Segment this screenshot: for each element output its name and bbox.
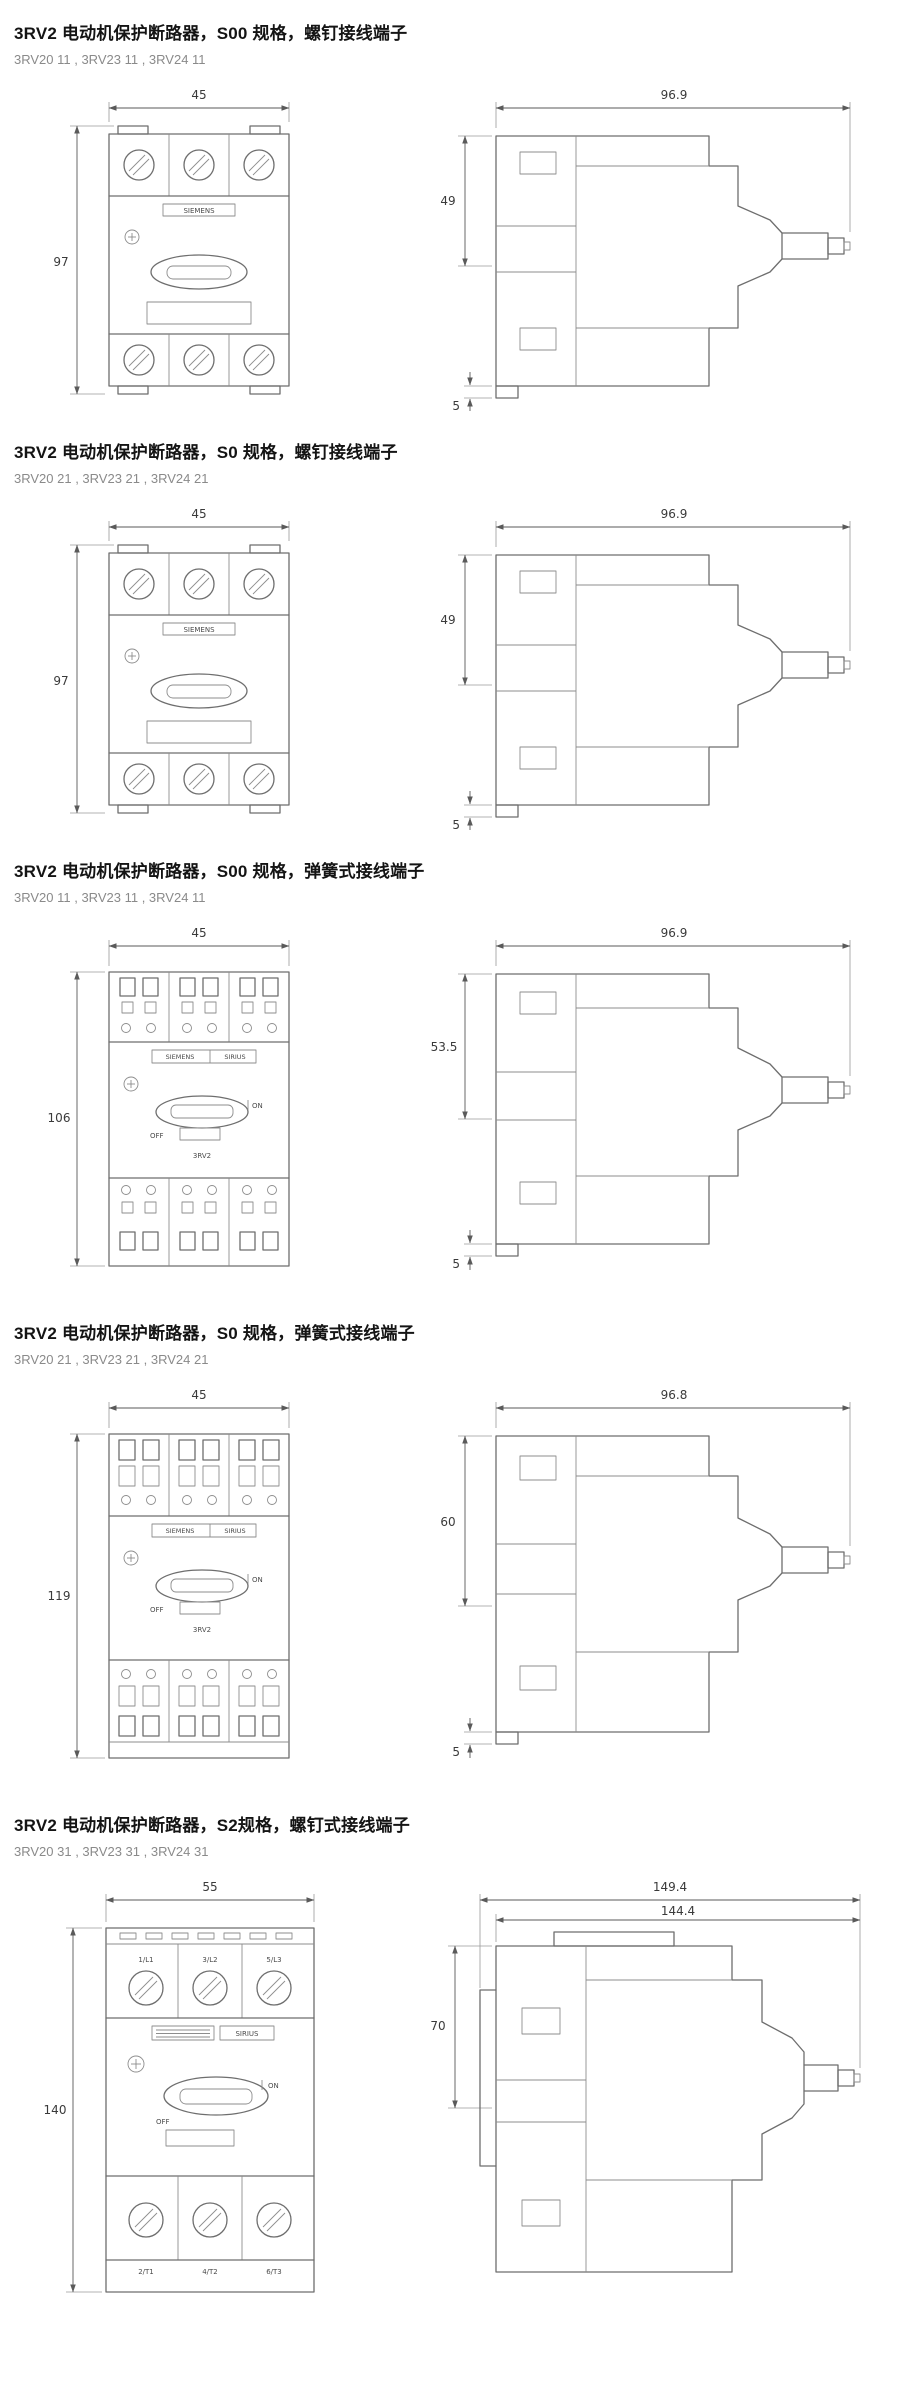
dimension-drawing: 45 119 SIEMEN bbox=[48, 1388, 851, 1759]
din-rail-clip bbox=[479, 1989, 497, 2167]
side-offset-label: 53.5 bbox=[431, 1040, 458, 1054]
rail-clip-label: 5 bbox=[452, 399, 460, 411]
brand-label: SIEMENS bbox=[183, 626, 215, 634]
terminal-label-3l2: 3/L2 bbox=[202, 1956, 217, 1964]
brand2-label: SIRIUS bbox=[224, 1053, 245, 1061]
front-view: 45 97 SIEMENS bbox=[53, 507, 290, 814]
front-view: 45 106 SIEMEN bbox=[48, 926, 290, 1267]
front-height-label: 97 bbox=[53, 674, 68, 688]
off-label: OFF bbox=[156, 2118, 170, 2126]
side-offset-label: 49 bbox=[440, 613, 455, 627]
terminal-label-4t2: 4/T2 bbox=[202, 2268, 218, 2276]
section-s00-spring: 3RV2 电动机保护断路器，S00 规格，弹簧式接线端子 3RV20 11 , … bbox=[14, 860, 882, 1292]
side-offset-label: 60 bbox=[440, 1515, 455, 1529]
front-width-label: 45 bbox=[191, 1388, 206, 1402]
front-height-label: 140 bbox=[44, 2103, 67, 2117]
model-label: 3RV2 bbox=[193, 1152, 211, 1160]
section-title: 3RV2 电动机保护断路器，S0 规格，螺钉接线端子 bbox=[14, 443, 398, 462]
screw-terminals-bottom bbox=[128, 2202, 292, 2238]
section-title: 3RV2 电动机保护断路器，S00 规格，螺钉接线端子 bbox=[14, 24, 408, 43]
on-label: ON bbox=[252, 1102, 263, 1110]
front-view: 55 140 1/L1 3/L2 5/L3 bbox=[44, 1880, 315, 2293]
front-width-label: 45 bbox=[191, 926, 206, 940]
screw-terminals-bottom bbox=[123, 763, 275, 795]
front-width-label: 45 bbox=[191, 507, 206, 521]
side-depth-inner-label: 144.4 bbox=[661, 1904, 695, 1918]
model-label: 3RV2 bbox=[193, 1626, 211, 1634]
section-models: 3RV20 21 , 3RV23 21 , 3RV24 21 bbox=[14, 1352, 209, 1367]
side-depth-label: 96.9 bbox=[661, 507, 688, 521]
terminal-label-2t1: 2/T1 bbox=[138, 2268, 154, 2276]
rotary-switch: ON OFF bbox=[150, 1569, 263, 1614]
side-depth-label: 96.9 bbox=[661, 88, 688, 102]
front-width-label: 45 bbox=[191, 88, 206, 102]
dimension-drawing: 45 97 SIEMENS bbox=[53, 507, 851, 830]
terminal-label-6t3: 6/T3 bbox=[266, 2268, 282, 2276]
on-label: ON bbox=[252, 1576, 263, 1584]
din-rail-clip bbox=[495, 804, 519, 818]
side-view: 96.9 49 5 bbox=[440, 507, 851, 830]
front-height-label: 106 bbox=[48, 1111, 71, 1125]
section-models: 3RV20 31 , 3RV23 31 , 3RV24 31 bbox=[14, 1844, 209, 1859]
screw-terminals-bottom bbox=[123, 344, 275, 376]
vent-slots bbox=[119, 1932, 293, 1940]
dimension-drawing: 45 97 SIEMENS bbox=[53, 88, 851, 411]
brand-label: SIEMENS bbox=[183, 207, 215, 215]
screw-terminals-top bbox=[128, 1970, 292, 2006]
rotary-switch: ON OFF bbox=[150, 1095, 263, 1140]
side-depth-label: 96.8 bbox=[661, 1388, 688, 1402]
rotary-switch bbox=[150, 254, 248, 290]
spring-terminals-bottom bbox=[118, 1669, 280, 1737]
side-view: 96.9 53.5 5 bbox=[431, 926, 851, 1271]
dimension-drawing: 55 140 1/L1 3/L2 5/L3 bbox=[44, 1880, 861, 2293]
side-view: 96.8 60 5 bbox=[440, 1388, 851, 1759]
section-title: 3RV2 电动机保护断路器，S2规格，螺钉式接线端子 bbox=[14, 1816, 410, 1835]
off-label: OFF bbox=[150, 1132, 164, 1140]
side-view: 96.9 49 5 bbox=[440, 88, 851, 411]
screw-terminals-top bbox=[123, 568, 275, 600]
side-offset-label: 70 bbox=[430, 2019, 445, 2033]
section-models: 3RV20 11 , 3RV23 11 , 3RV24 11 bbox=[14, 52, 206, 67]
spring-terminals-top bbox=[119, 977, 279, 1033]
section-models: 3RV20 11 , 3RV23 11 , 3RV24 11 bbox=[14, 890, 206, 905]
spring-terminals-top bbox=[118, 1439, 280, 1505]
brand-label: SIEMENS bbox=[166, 1527, 195, 1535]
section-s2-screw: 3RV2 电动机保护断路器，S2规格，螺钉式接线端子 3RV20 31 , 3R… bbox=[14, 1814, 882, 2306]
din-rail-clip bbox=[495, 1243, 519, 1257]
front-height-label: 119 bbox=[48, 1589, 71, 1603]
side-offset-label: 49 bbox=[440, 194, 455, 208]
terminal-label-1l1: 1/L1 bbox=[138, 1956, 153, 1964]
rotary-switch bbox=[150, 673, 248, 709]
screw-terminals-top bbox=[123, 149, 275, 181]
brand-label: SIEMENS bbox=[166, 1053, 195, 1061]
rail-clip-label: 5 bbox=[452, 1745, 460, 1759]
section-s0-screw: 3RV2 电动机保护断路器，S0 规格，螺钉接线端子 3RV20 21 , 3R… bbox=[14, 441, 882, 830]
spring-terminals-bottom bbox=[119, 1185, 279, 1251]
front-width-label: 55 bbox=[202, 1880, 217, 1894]
side-view: 149.4 144.4 70 bbox=[430, 1880, 861, 2273]
off-label: OFF bbox=[150, 1606, 164, 1614]
din-rail-clip bbox=[495, 1731, 519, 1745]
rotary-switch: ON OFF bbox=[156, 2076, 279, 2126]
front-height-label: 97 bbox=[53, 255, 68, 269]
terminal-label-5l3: 5/L3 bbox=[266, 1956, 281, 1964]
on-label: ON bbox=[268, 2082, 279, 2090]
dimension-drawing: 45 106 SIEMEN bbox=[48, 926, 851, 1271]
din-rail-clip bbox=[495, 385, 519, 399]
front-view: 45 119 SIEMEN bbox=[48, 1388, 290, 1759]
brand2-label: SIRIUS bbox=[224, 1527, 245, 1535]
section-title: 3RV2 电动机保护断路器，S0 规格，弹簧式接线端子 bbox=[14, 1324, 415, 1343]
section-title: 3RV2 电动机保护断路器，S00 规格，弹簧式接线端子 bbox=[14, 862, 425, 881]
side-depth-label: 96.9 bbox=[661, 926, 688, 940]
brand-label: SIRIUS bbox=[235, 2030, 259, 2038]
rail-clip-label: 5 bbox=[452, 818, 460, 830]
rail-clip-label: 5 bbox=[452, 1257, 460, 1271]
front-view: 45 97 SIEMENS bbox=[53, 88, 290, 395]
section-models: 3RV20 21 , 3RV23 21 , 3RV24 21 bbox=[14, 471, 209, 486]
section-s0-spring: 3RV2 电动机保护断路器，S0 规格，弹簧式接线端子 3RV20 21 , 3… bbox=[14, 1322, 882, 1784]
section-s00-screw: 3RV2 电动机保护断路器，S00 规格，螺钉接线端子 3RV20 11 , 3… bbox=[14, 22, 882, 411]
side-depth-outer-label: 149.4 bbox=[653, 1880, 687, 1894]
